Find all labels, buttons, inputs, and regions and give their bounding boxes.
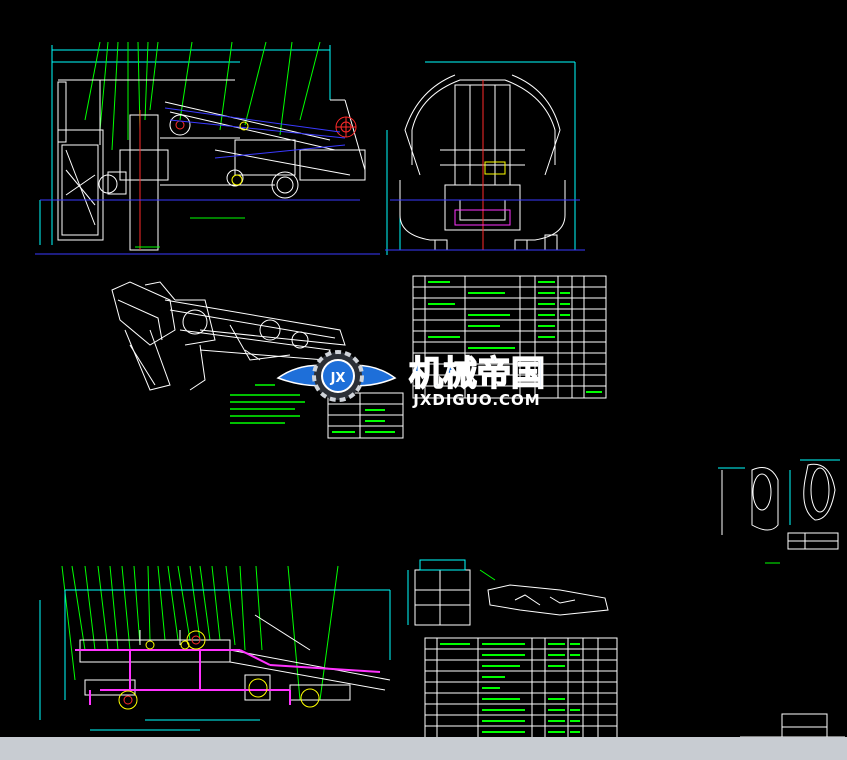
side-elevation-view bbox=[35, 41, 380, 255]
watermark-subtitle: JXDIGUO.COM bbox=[412, 391, 540, 409]
parts-table-upper bbox=[412, 275, 607, 399]
logo-letter: JX bbox=[330, 371, 346, 386]
part-detail-views bbox=[718, 459, 840, 564]
bottom-detail-views bbox=[407, 559, 609, 626]
gear-logo-icon bbox=[312, 350, 364, 402]
bottom-side-elevation-view bbox=[39, 565, 391, 731]
isometric-view bbox=[111, 281, 346, 391]
parts-table-lower bbox=[424, 637, 618, 741]
technical-notes bbox=[230, 384, 305, 424]
title-block-small bbox=[327, 392, 404, 439]
status-bar bbox=[0, 737, 847, 760]
front-elevation-view bbox=[385, 61, 585, 255]
bottom-right-fragment bbox=[740, 713, 845, 740]
watermark-logo: JX 机械帝国 JXDIGUO.COM bbox=[276, 350, 546, 409]
watermark-title: 机械帝国 bbox=[409, 354, 545, 394]
